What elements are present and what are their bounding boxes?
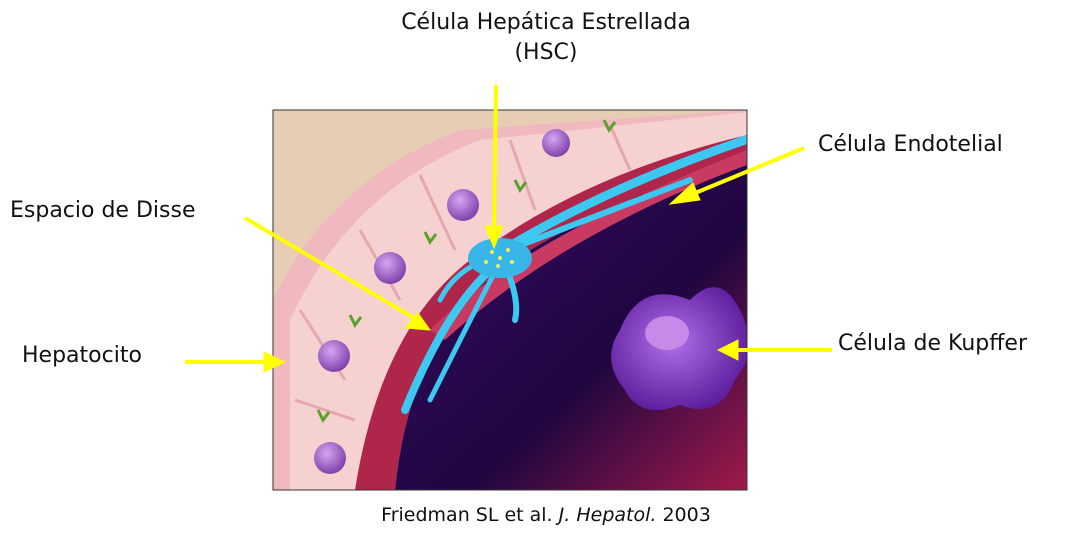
citation-journal: J. Hepatol. <box>559 504 657 526</box>
arrow-hepatocyte <box>185 352 285 372</box>
hepatocyte-nucleus <box>374 252 406 284</box>
hepatocyte-nucleus <box>314 442 346 474</box>
hepatocyte-nucleus <box>542 129 570 157</box>
illustration-panel <box>273 110 749 490</box>
arrow-kupffer <box>718 340 832 360</box>
hepatocyte-nucleus <box>447 189 479 221</box>
citation: Friedman SL et al. J. Hepatol. 2003 <box>0 504 1092 526</box>
hepatocyte-nucleus <box>318 340 350 372</box>
citation-authors: Friedman SL et al. <box>381 504 552 526</box>
kupffer-nucleus <box>645 316 689 350</box>
citation-year: 2003 <box>662 504 710 526</box>
